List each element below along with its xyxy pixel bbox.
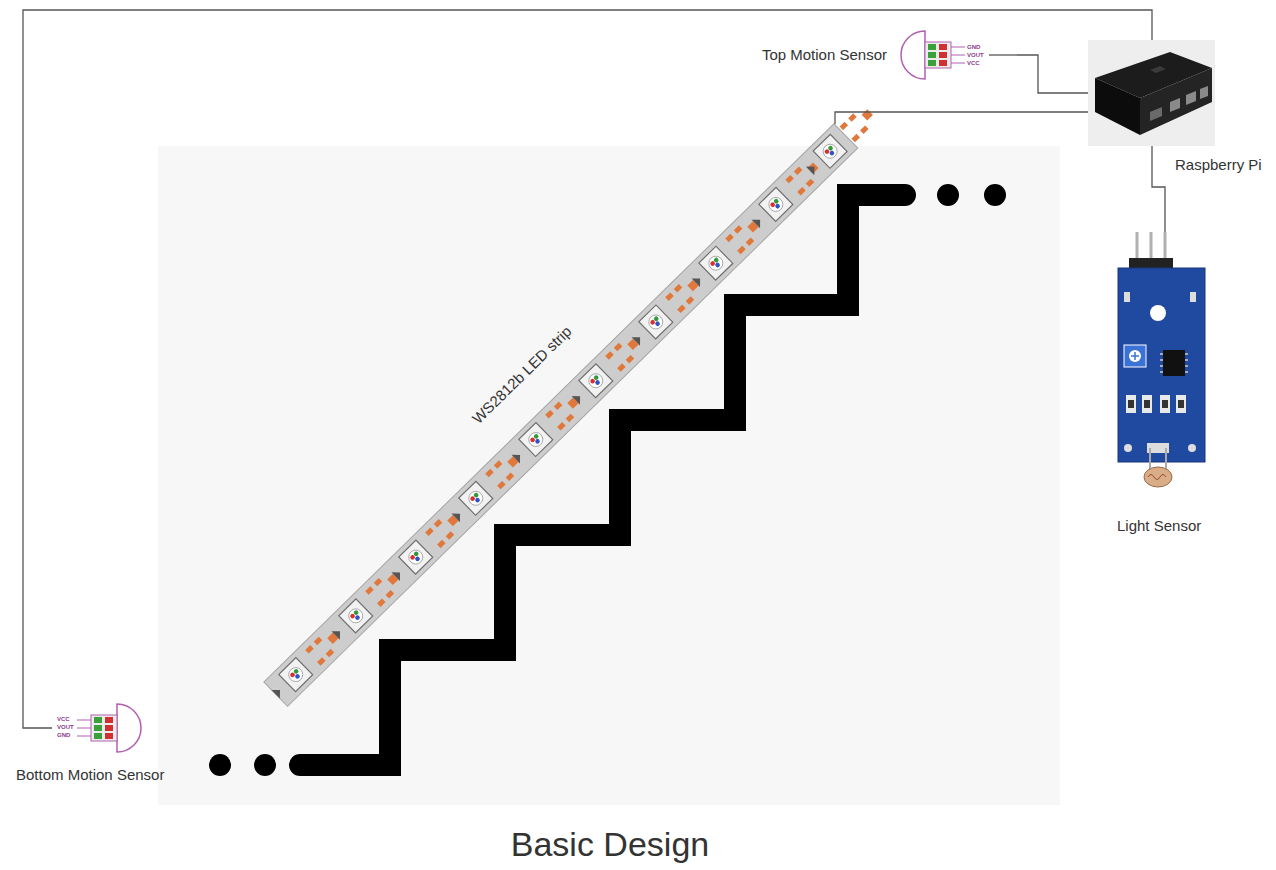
light-sensor-module-part <box>1178 400 1184 408</box>
raspberry-pi-case-part <box>1170 98 1180 112</box>
light-sensor-module-part <box>1118 268 1205 462</box>
light-sensor-module-part <box>1176 395 1186 413</box>
top-motion-sensor-part <box>989 54 1018 55</box>
light-sensor-module-part <box>1131 352 1139 360</box>
top-motion-sensor-part <box>928 52 936 58</box>
light-sensor-module-part <box>1148 475 1166 480</box>
diagram-title: Basic Design <box>310 824 910 864</box>
light-sensor-module-part <box>1124 345 1146 367</box>
bottom-motion-sensor-part <box>94 717 102 723</box>
light-sensor-module-part <box>1190 292 1196 302</box>
light-sensor-module-part <box>1144 400 1150 408</box>
light-sensor-module-part <box>1126 395 1136 413</box>
staircase-part <box>254 754 276 776</box>
bottom-motion-sensor-part <box>94 725 102 731</box>
light-sensor-module-part <box>1188 444 1196 452</box>
light-sensor-module-part <box>1142 395 1152 413</box>
component-label: Bottom Motion Sensor <box>16 766 164 784</box>
staircase-part <box>937 184 959 206</box>
pin-name: VCC <box>57 716 70 723</box>
top-motion-sensor-part <box>928 44 936 50</box>
wire <box>23 10 1152 728</box>
wire <box>1152 146 1165 232</box>
raspberry-pi-case-part <box>1095 78 1140 135</box>
staircase-part <box>984 184 1006 206</box>
staircase-part <box>209 754 231 776</box>
pin-name: VOUT <box>967 52 984 59</box>
raspberry-pi-case-part <box>1150 107 1162 121</box>
led-strip-part <box>567 333 644 409</box>
led-strip <box>264 100 882 706</box>
pin-name: VCC <box>967 60 980 67</box>
wire <box>1018 55 1088 93</box>
background-panel <box>158 146 1060 805</box>
bottom-motion-sensor-part <box>105 725 113 731</box>
light-sensor-module-part <box>1128 400 1134 408</box>
raspberry-pi-case-part <box>1186 91 1196 105</box>
led-strip-part <box>447 451 524 527</box>
light-sensor-module <box>1118 232 1205 487</box>
motion-sensor: Top Motion SensorGNDVOUTVCC <box>897 30 1018 80</box>
component-label: Top Motion Sensor <box>762 46 887 64</box>
staircase-part <box>300 195 905 765</box>
led-strip-part <box>327 568 404 644</box>
light-sensor-module-part <box>1163 350 1185 376</box>
component-label: Raspberry Pi <box>1175 156 1262 174</box>
led-strip-part <box>627 274 704 350</box>
led-strip-part <box>507 392 584 468</box>
top-motion-sensor-part <box>951 47 965 63</box>
led-strip-part <box>687 215 764 291</box>
light-sensor-module-part <box>1124 444 1132 452</box>
bottom-motion-sensor-part <box>117 704 141 752</box>
bottom-motion-sensor-part <box>91 715 117 741</box>
led-strip-part <box>264 124 858 707</box>
wire <box>835 112 1088 124</box>
pin-name: GND <box>967 44 980 51</box>
component-label: WS2812b LED strip <box>469 322 576 427</box>
top-motion-sensor <box>901 31 1018 79</box>
bottom-motion-sensor-part <box>94 733 102 739</box>
top-motion-sensor-part <box>928 60 936 66</box>
top-motion-sensor-part <box>939 60 947 66</box>
light-sensor-module-part <box>1160 354 1188 372</box>
light-sensor-module-part <box>1144 467 1172 487</box>
bottom-motion-sensor-part <box>105 733 113 739</box>
bottom-motion-sensor-part <box>105 717 113 723</box>
staircase <box>209 184 1006 776</box>
raspberry-pi-case-part <box>1150 66 1166 73</box>
led-strip-part <box>267 627 344 703</box>
pin-name: VOUT <box>57 724 74 731</box>
top-motion-sensor-part <box>901 31 925 79</box>
raspberry-pi-case-part <box>1088 40 1215 146</box>
light-sensor: Light Sensor <box>1118 232 1205 490</box>
top-motion-sensor-part <box>939 44 947 50</box>
raspberry-pi-case-part <box>1200 86 1208 99</box>
light-sensor-module-part <box>1124 292 1130 302</box>
led-strip-part <box>387 509 464 585</box>
top-motion-sensor-part <box>939 52 947 58</box>
led-strip-part <box>802 104 879 180</box>
top-motion-sensor-part <box>925 42 951 68</box>
bottom-motion-sensor <box>77 704 141 752</box>
light-sensor-module-part <box>1160 395 1170 413</box>
component-label: Light Sensor <box>1117 517 1201 535</box>
motion-sensor: Bottom Motion SensorVCCVOUTGND <box>52 703 145 753</box>
light-sensor-module-part <box>1150 305 1166 321</box>
raspberry-pi-case <box>1088 40 1215 146</box>
led-strip: WS2812b LED strip <box>262 124 857 714</box>
controller-board: Raspberry Pi <box>1088 40 1215 146</box>
bottom-motion-sensor-part <box>77 720 91 736</box>
pin-name: GND <box>57 732 70 739</box>
light-sensor-module-part <box>1162 400 1168 408</box>
light-sensor-module-part <box>1129 350 1141 362</box>
raspberry-pi-case-part <box>1140 68 1212 135</box>
